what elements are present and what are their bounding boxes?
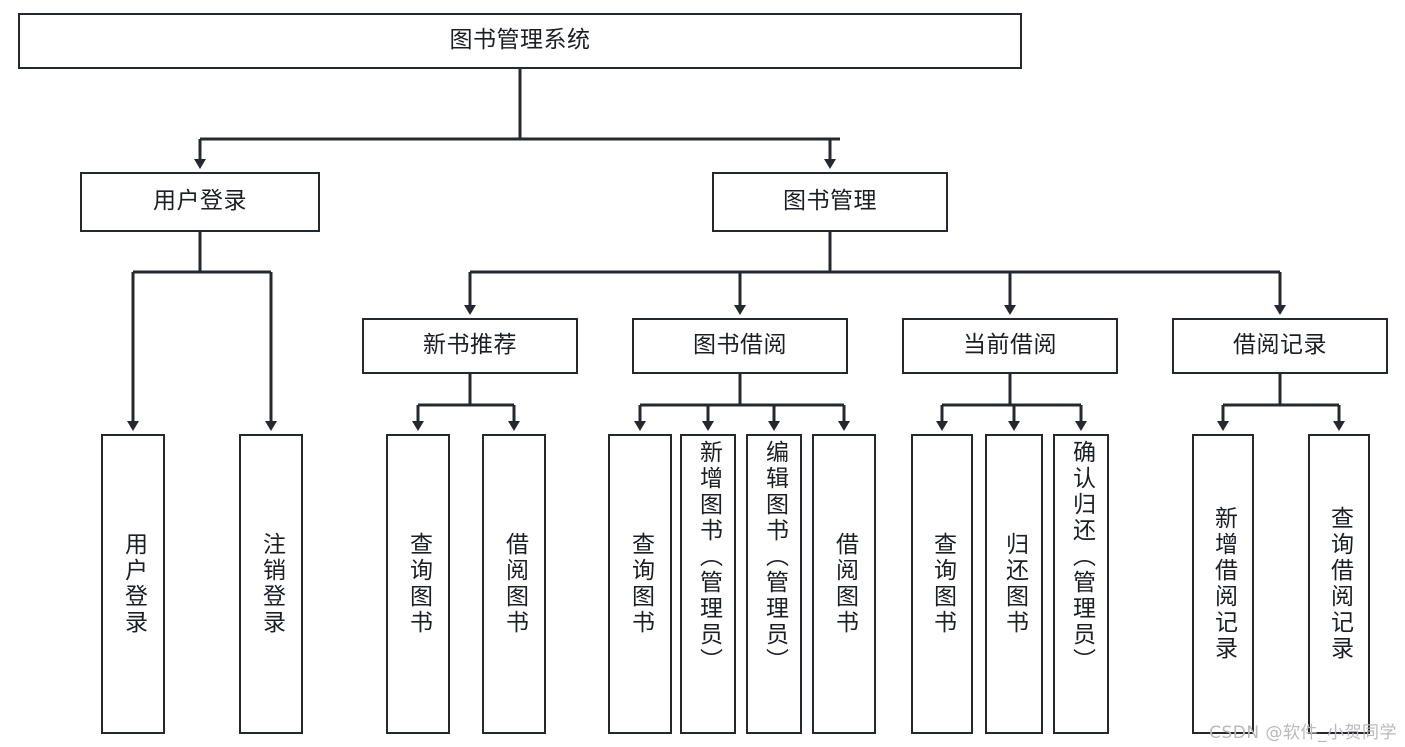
node-leaf-user-login[interactable]: 用户登录 <box>101 434 165 734</box>
node-label: 借阅图书 <box>831 532 858 636</box>
node-user-login[interactable]: 用户登录 <box>80 172 320 232</box>
node-leaf-logout-login[interactable]: 注销登录 <box>239 434 303 734</box>
node-leaf-return-book[interactable]: 归还图书 <box>985 434 1043 734</box>
node-leaf-confirm-return-admin[interactable]: 确认归还（管理员） <box>1053 434 1109 734</box>
node-label: 注销登录 <box>258 532 285 636</box>
node-label: 新增借阅记录 <box>1210 506 1237 662</box>
node-borrow-record[interactable]: 借阅记录 <box>1172 318 1388 374</box>
node-label: 查询图书 <box>405 532 432 636</box>
node-label: 编辑图书（管理员） <box>761 440 788 674</box>
node-leaf-query-borrow-record[interactable]: 查询借阅记录 <box>1308 434 1370 734</box>
node-label: 查询借阅记录 <box>1326 506 1353 662</box>
node-book-manage[interactable]: 图书管理 <box>712 172 948 232</box>
node-label: 用户登录 <box>153 188 247 215</box>
node-leaf-add-book-admin[interactable]: 新增图书（管理员） <box>680 434 736 734</box>
node-label: 用户登录 <box>120 532 147 636</box>
node-label: 图书管理系统 <box>449 27 591 54</box>
node-root-system[interactable]: 图书管理系统 <box>18 13 1022 69</box>
node-book-borrow[interactable]: 图书借阅 <box>632 318 848 374</box>
node-label: 查询图书 <box>929 532 956 636</box>
node-label: 查询图书 <box>627 532 654 636</box>
watermark-text: CSDN @软件_小贺同学 <box>1209 723 1397 743</box>
node-leaf-query-book-recommend[interactable]: 查询图书 <box>386 434 450 734</box>
node-leaf-borrow-book-recommend[interactable]: 借阅图书 <box>482 434 546 734</box>
node-current-borrow[interactable]: 当前借阅 <box>902 318 1118 374</box>
node-leaf-query-book-borrow[interactable]: 查询图书 <box>608 434 672 734</box>
node-label: 借阅图书 <box>501 532 528 636</box>
node-leaf-borrow-book[interactable]: 借阅图书 <box>812 434 876 734</box>
node-leaf-add-borrow-record[interactable]: 新增借阅记录 <box>1192 434 1254 734</box>
node-new-book-recommend[interactable]: 新书推荐 <box>362 318 578 374</box>
node-leaf-query-book-current[interactable]: 查询图书 <box>911 434 973 734</box>
node-label: 图书管理 <box>783 188 877 215</box>
node-label: 归还图书 <box>1001 532 1028 636</box>
node-label: 当前借阅 <box>963 332 1057 359</box>
node-label: 图书借阅 <box>693 332 787 359</box>
node-leaf-edit-book-admin[interactable]: 编辑图书（管理员） <box>746 434 802 734</box>
node-label: 新书推荐 <box>423 332 517 359</box>
node-label: 确认归还（管理员） <box>1068 440 1095 674</box>
node-label: 新增图书（管理员） <box>695 440 722 674</box>
node-label: 借阅记录 <box>1233 332 1327 359</box>
